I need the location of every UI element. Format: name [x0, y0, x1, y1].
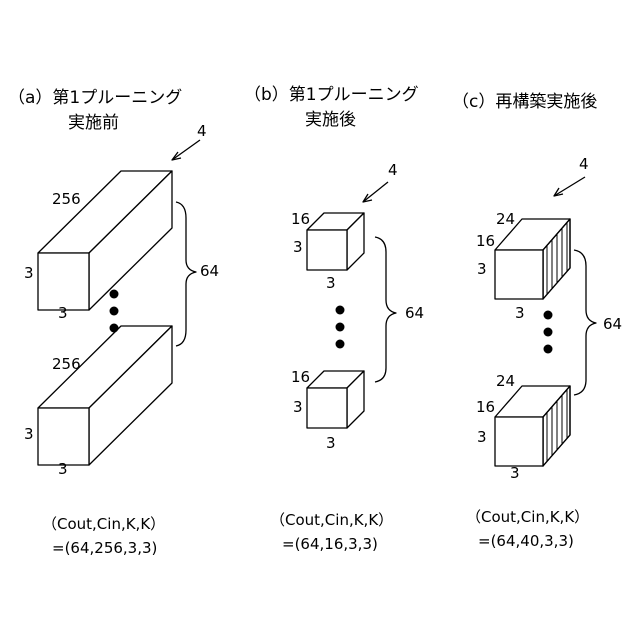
- panel-a-formula-line1: （Cout,Cin,K,K）: [42, 517, 165, 532]
- panel-b-arrow: [363, 182, 388, 202]
- panel-a-top-width: 3: [58, 306, 68, 321]
- panel-c-bottom-depth: 16: [476, 400, 495, 415]
- panel-c-count: 64: [603, 317, 622, 332]
- panel-b-formula-line2: =(64,16,3,3): [282, 537, 378, 552]
- panel-c-arrow: [554, 177, 585, 196]
- panel-a-title-line1: （a）第1プルーニング: [8, 90, 182, 107]
- panel-b-count: 64: [405, 306, 424, 321]
- panel-b-bottom-width: 3: [326, 436, 336, 451]
- panel-b-top-depth: 16: [291, 212, 310, 227]
- panel-a-bottom-width: 3: [58, 462, 68, 477]
- panel-c-formula-line1: （Cout,Cin,K,K）: [466, 510, 589, 525]
- panel-c-top-kernel: [495, 219, 570, 299]
- panel-a-bottom-depth: 256: [52, 357, 81, 372]
- panel-b-formula-line1: （Cout,Cin,K,K）: [270, 513, 393, 528]
- panel-b-bottom-height: 3: [293, 400, 303, 415]
- panel-a-brace: [176, 202, 196, 346]
- panel-b-top-height: 3: [293, 240, 303, 255]
- panel-a-count: 64: [200, 264, 219, 279]
- panel-a-top-depth: 256: [52, 192, 81, 207]
- panel-b-top-kernel: [307, 213, 364, 270]
- panel-a-bottom-kernel: [38, 326, 172, 465]
- panel-a-top-height: 3: [24, 266, 34, 281]
- panel-c-top-width: 3: [515, 306, 525, 321]
- panel-c-title: （c）再構築実施後: [452, 94, 597, 111]
- panel-a-reference: 4: [197, 124, 207, 139]
- panel-c-bottom-added-depth: 24: [496, 374, 515, 389]
- panel-b-top-width: 3: [326, 276, 336, 291]
- panel-b-brace: [375, 237, 396, 382]
- panel-a-formula-line2: =(64,256,3,3): [52, 541, 157, 556]
- panel-b-bottom-depth: 16: [291, 370, 310, 385]
- panel-c-brace: [574, 250, 596, 395]
- panel-c-top-height: 3: [477, 262, 487, 277]
- panel-c-reference: 4: [579, 157, 589, 172]
- panel-a-title-line2: 実施前: [68, 115, 119, 132]
- panel-c-bottom-height: 3: [477, 430, 487, 445]
- panel-b-bottom-kernel: [307, 371, 364, 428]
- ellipsis-dots: [110, 290, 553, 354]
- panel-b-reference: 4: [388, 163, 398, 178]
- panel-a-bottom-height: 3: [24, 427, 34, 442]
- panel-b-title-line1: （b）第1プルーニング: [244, 87, 419, 104]
- panel-c-bottom-width: 3: [510, 466, 520, 481]
- panel-c-formula-line2: =(64,40,3,3): [478, 534, 574, 549]
- panel-c-top-added-depth: 24: [496, 212, 515, 227]
- panel-c-bottom-kernel: [495, 386, 570, 466]
- panel-c-top-depth: 16: [476, 234, 495, 249]
- panel-b-title-line2: 実施後: [305, 112, 356, 129]
- panel-a-arrow: [172, 140, 200, 160]
